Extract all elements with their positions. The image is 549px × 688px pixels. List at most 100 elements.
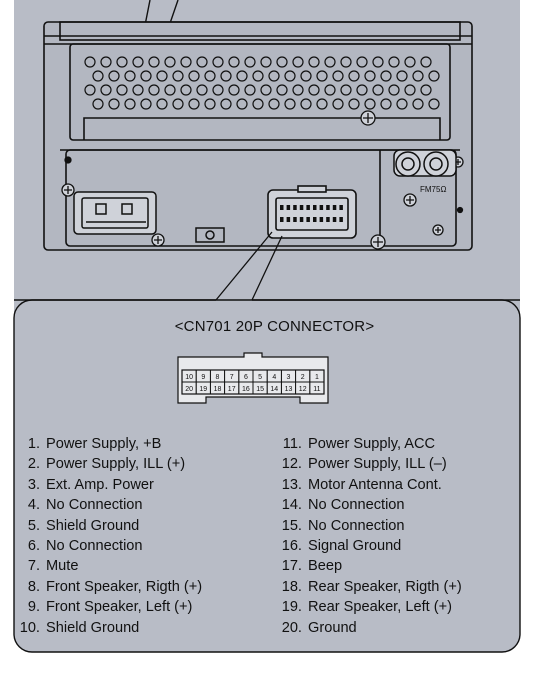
vent-hole (92, 98, 104, 110)
pin-number: 11. (282, 436, 302, 452)
pin-label: Rear Speaker, Left (+) (308, 599, 452, 616)
pin-label: Power Supply, ACC (308, 436, 436, 452)
pin-number: 12. (281, 456, 302, 473)
vent-hole (380, 70, 392, 82)
vent-hole (260, 84, 272, 96)
pin-number: 10. (19, 619, 40, 636)
face-pin-number: 20 (185, 386, 193, 393)
pin-label: Power Supply, ILL (+) (46, 456, 186, 473)
vent-hole (364, 98, 376, 110)
face-pin-number: 10 (185, 374, 193, 381)
pin-number: 3. (27, 476, 40, 493)
pin-item: 14.No Connection (276, 495, 462, 515)
vent-hole (388, 56, 400, 68)
vent-hole (300, 70, 312, 82)
pin-item: 12. Power Supply, ILL (–) (276, 454, 462, 474)
pin-item: 15.No Connection (276, 516, 462, 536)
pin-label: Power Supply, +B (46, 436, 162, 452)
vent-hole (172, 98, 184, 110)
vent-hole (428, 98, 440, 110)
cn701-pin (286, 205, 291, 210)
vent-hole (332, 98, 344, 110)
vent-hole (252, 70, 264, 82)
vent-hole (284, 70, 296, 82)
pin-item: 13.Motor Antenna Cont. (276, 475, 462, 495)
pin-label: Power Supply, ILL (–) (308, 456, 447, 473)
pin-item: 20.Ground (276, 618, 462, 638)
cn701-pin (332, 205, 337, 210)
pin-item: 1.Power Supply, +B (14, 434, 202, 454)
vent-hole (156, 70, 168, 82)
cn701-pin (339, 205, 343, 210)
pin-number: 15. (281, 517, 302, 534)
cn701-pin (319, 217, 324, 222)
pin-list-left: 1.Power Supply, +B 2. Power Supply, ILL (+… (14, 434, 202, 638)
vent-hole (348, 98, 360, 110)
pin-item: 4.No Connection (14, 495, 202, 515)
cn701-pin (293, 205, 297, 210)
vent-hole (100, 84, 112, 96)
vent-hole (356, 56, 368, 68)
pin-item: 3. Ext. Amp. Power (14, 475, 202, 495)
vent-hole (108, 70, 120, 82)
face-pin-number: 16 (242, 386, 250, 393)
cn701-pin (326, 205, 330, 210)
vent-hole (148, 84, 160, 96)
vent-hole (404, 56, 416, 68)
vent-hole (196, 56, 208, 68)
face-pin-number: 19 (199, 386, 207, 393)
face-pin-number: 4 (272, 374, 276, 381)
pin-item: 6.No Connection (14, 536, 202, 556)
vent-hole (292, 84, 304, 96)
vent-hole (284, 98, 296, 110)
vent-hole (316, 70, 328, 82)
face-pin-number: 8 (216, 374, 220, 381)
pin-label: Shield Ground (46, 517, 140, 534)
vent-hole (396, 98, 408, 110)
pin-label: Ext. Amp. Power (46, 476, 154, 493)
vent-hole (220, 70, 232, 82)
vent-hole (244, 84, 256, 96)
face-pin-number: 12 (299, 386, 307, 393)
vent-hole (420, 84, 432, 96)
face-pin-number: 2 (301, 374, 305, 381)
vent-hole (428, 70, 440, 82)
pin-item: 11. Power Supply, ACC (276, 434, 462, 454)
face-pin-number: 3 (287, 374, 291, 381)
pin-number: 2. (27, 456, 40, 473)
vent-hole (268, 98, 280, 110)
vent-hole (292, 56, 304, 68)
face-pin-number: 17 (228, 386, 236, 393)
vent-hole (276, 84, 288, 96)
vent-hole (356, 84, 368, 96)
vent-hole (116, 84, 128, 96)
vent-hole (236, 98, 248, 110)
vent-hole (100, 56, 112, 68)
vent-hole (412, 98, 424, 110)
vent-hole (308, 84, 320, 96)
vent-hole (228, 84, 240, 96)
pin-item: 18.Rear Speaker, Rigth (+) (276, 577, 462, 597)
vent-hole (244, 56, 256, 68)
vent-hole (324, 84, 336, 96)
vent-hole (228, 56, 240, 68)
pin-label: Beep (308, 558, 343, 575)
vent-hole (188, 70, 200, 82)
pin-item: 19.Rear Speaker, Left (+) (276, 597, 462, 617)
pin-label: Shield Ground (46, 619, 140, 636)
vent-hole (132, 84, 144, 96)
vent-hole (156, 98, 168, 110)
face-pin-number: 9 (201, 374, 205, 381)
cn701-pin (286, 217, 291, 222)
vent-hole (116, 56, 128, 68)
callout-line (215, 231, 283, 301)
pin-label: Front Speaker, Rigth (+) (46, 578, 203, 595)
pin-label: No Connection (308, 497, 405, 514)
pin-label: Front Speaker, Left (+) (46, 599, 193, 616)
cn701-pin (299, 205, 304, 210)
vent-hole (300, 98, 312, 110)
pin-number: 7. (27, 558, 40, 575)
vent-hole (212, 84, 224, 96)
